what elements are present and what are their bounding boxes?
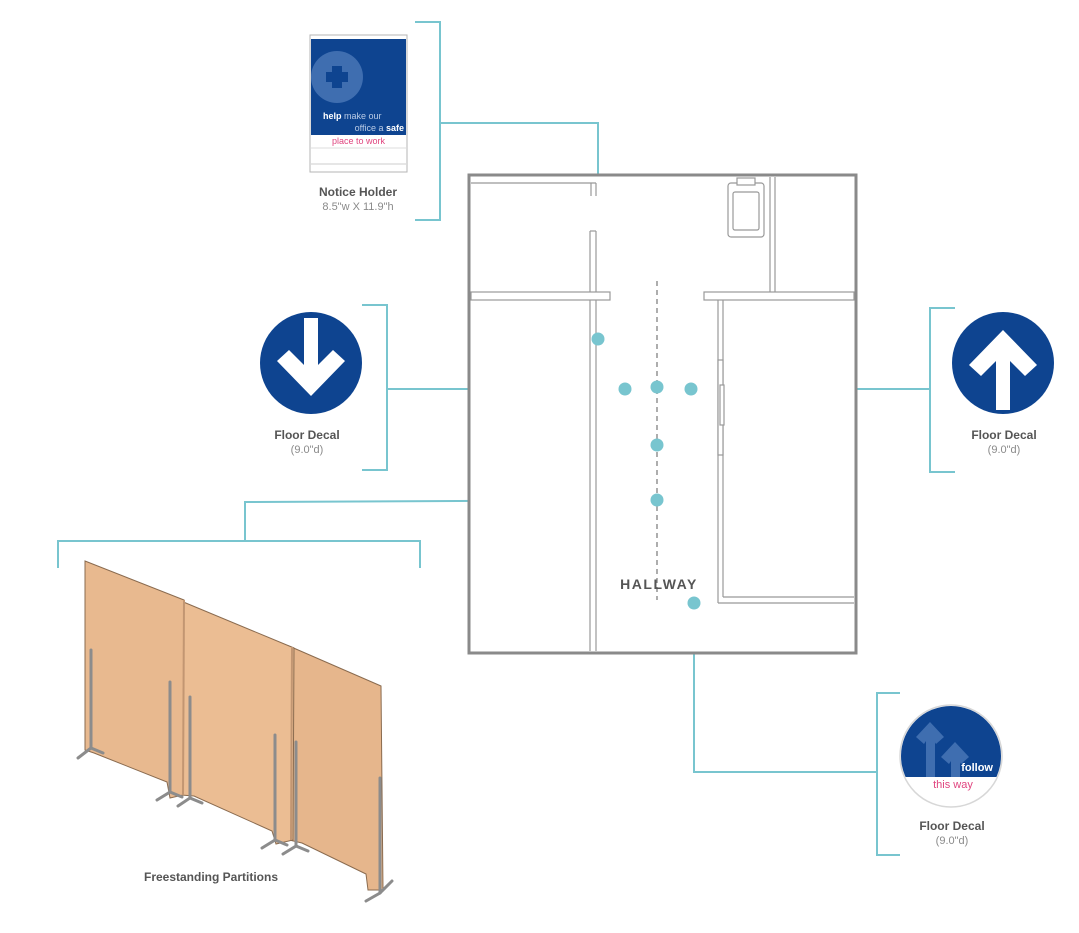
partitions-title: Freestanding Partitions [144, 870, 278, 884]
marker-center-mid [650, 438, 664, 452]
follow-word1: follow [961, 762, 993, 774]
partition-panel-2 [180, 600, 295, 845]
partition-panel-3 [288, 645, 384, 891]
right-decal-size: (9.0"d) [988, 444, 1021, 456]
right-decal-bracket [929, 307, 955, 473]
floor-plan: HALLWAY [467, 173, 858, 655]
follow-connector [693, 603, 877, 773]
marker-follow-decal [687, 596, 701, 610]
marker-notice [591, 332, 605, 346]
right-decal-title: Floor Decal [971, 428, 1036, 442]
partitions-bracket [57, 540, 421, 568]
marker-partitions [650, 493, 664, 507]
notice-bracket [415, 21, 441, 221]
inner-walls [470, 177, 855, 651]
svg-text:office a safe: office a safe [355, 123, 404, 133]
arrow-up-icon [969, 330, 1037, 410]
follow-decal-size: (9.0"d) [936, 835, 969, 847]
outer-wall [467, 173, 858, 655]
partition-legs [76, 648, 394, 903]
marker-right-decal [684, 382, 698, 396]
follow-bracket [876, 692, 900, 856]
left-decal-title: Floor Decal [274, 428, 339, 442]
hallway-label: HALLWAY [620, 576, 698, 592]
double-arrow-up-icon [916, 722, 969, 777]
floor-decal-right: Floor Decal (9.0"d) [952, 312, 1054, 456]
follow-decal-title: Floor Decal [919, 819, 984, 833]
arrow-down-icon [277, 318, 345, 396]
marker-center-top [650, 380, 664, 394]
notice-holder: help make our office a safe place to wor… [309, 34, 408, 213]
office-chair-icon [727, 177, 765, 238]
follow-word2: this way [933, 779, 973, 791]
marker-left-decal [618, 382, 632, 396]
svg-text:help make our: help make our [323, 111, 382, 121]
notice-line2-bold: safe [386, 123, 404, 133]
left-decal-size: (9.0"d) [291, 444, 324, 456]
notice-size: 8.5"w X 11.9"h [322, 201, 393, 213]
freestanding-partitions: Freestanding Partitions [76, 560, 394, 903]
left-decal-bracket [362, 304, 388, 471]
floor-decal-follow: follow this way Floor Decal (9.0"d) [899, 704, 1003, 847]
placement-markers [591, 332, 701, 610]
notice-line3: place to work [332, 136, 386, 146]
notice-line2-rest: office a [355, 123, 386, 133]
notice-title: Notice Holder [319, 185, 397, 199]
notice-line1-rest: make our [342, 111, 382, 121]
plus-icon [311, 51, 363, 103]
floor-decal-left: Floor Decal (9.0"d) [260, 312, 362, 456]
notice-line1-bold: help [323, 111, 342, 121]
